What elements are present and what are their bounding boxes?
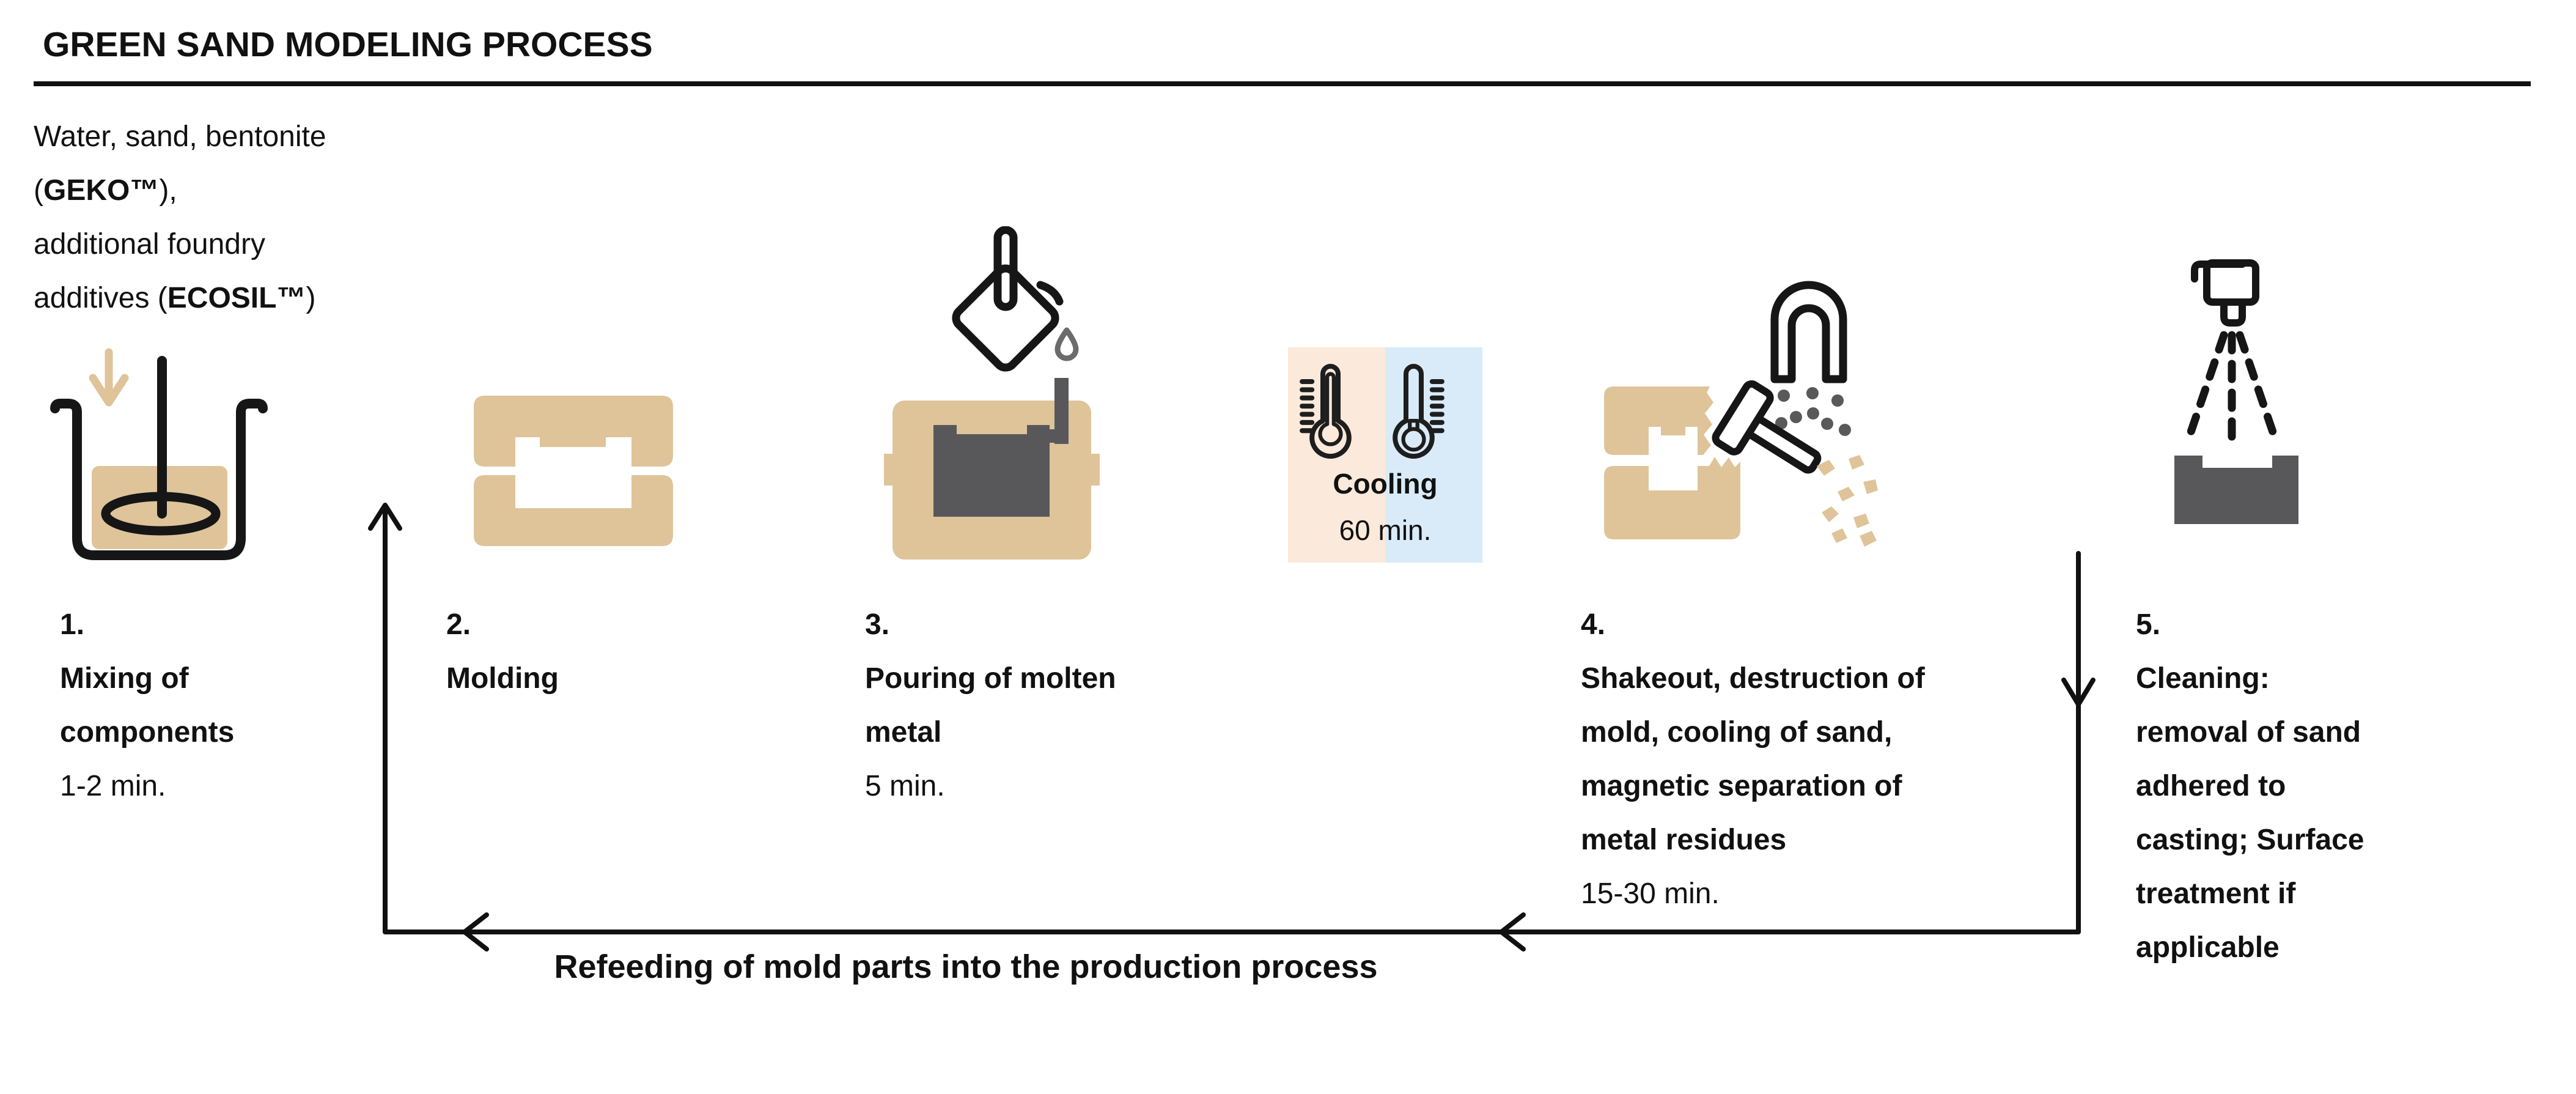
brand-ecosil: ECOSIL™ [167,282,306,314]
add-components-arrow-icon [89,348,129,407]
sand-particles [1817,455,1878,547]
refeed-label: Refeeding of mold parts into the product… [554,948,1378,985]
mold-top-half [474,396,673,467]
broken-mold-top-half [1604,386,1713,455]
title-rule [34,81,2531,86]
shakeout-magnet-hammer-icon [1604,281,1878,547]
arrowhead-down-icon [2061,678,2096,707]
spray-cleaning-icon [2174,259,2298,524]
cooling-label: Cooling [1333,468,1438,500]
arrowhead-left-icon [462,912,489,952]
casting-part [2174,456,2298,524]
ladle-cup [952,264,1059,372]
cooling-duration: 60 min. [1339,514,1432,546]
step-1-text: 1. Mixing of components 1-2 min. [60,598,234,813]
thermometer-hot-icon [1300,364,1352,459]
nozzle-tip [2220,302,2246,327]
molten-metal-cavity [933,425,1050,517]
spray-jets [2184,331,2280,446]
step-3-text: 3. Pouring of molten metal 5 min. [865,598,1116,813]
step-5-number: 5. [2136,608,2161,641]
ladle-spout [1036,281,1064,306]
ingredients-line-2: (GEKO™), [34,174,177,207]
step-1-duration: 1-2 min. [60,770,166,802]
molten-drop-icon [1054,327,1079,361]
mold-halves-icon [474,396,673,546]
mold-bottom-half [474,475,673,546]
step-2-text: 2. Molding [446,598,559,706]
brand-geko: GEKO™ [43,174,160,207]
step-3-number: 3. [865,608,890,641]
sprue-connector [1043,429,1060,443]
mold-left-tab [884,454,894,486]
ingredients-line-3: additional foundry [34,228,265,261]
mold-right-tab [1090,454,1100,486]
sprue-channel [1054,378,1069,444]
ingredients-text: Water, sand, bentonite (GEKO™), addition… [34,110,326,325]
metal-residue-dots [1775,387,1851,436]
step-1-number: 1. [60,608,85,641]
step-4-text: 4. Shakeout, destruction of mold, coolin… [1581,598,1925,921]
magnet-icon [1770,281,1847,383]
ingredients-line-4: additives (ECOSIL™) [34,282,316,314]
broken-mold-bottom-half [1604,457,1740,539]
arrowhead-left-icon [1499,912,1526,952]
cooling-panel: Cooling 60 min. [1288,347,1482,563]
nozzle-arm [2191,261,2246,283]
step-2-number: 2. [446,608,471,641]
pouring-ladle-icon [884,226,1100,560]
thermometer-cold-icon [1393,364,1444,459]
step-3-duration: 5 min. [865,770,945,802]
hammer-icon [1712,380,1822,474]
ingredients-line-1: Water, sand, bentonite [34,120,326,153]
arrowhead-up-icon [368,503,402,531]
step-4-number: 4. [1581,608,1606,641]
step-5-text: 5. Cleaning: removal of sand adhered to … [2136,598,2364,975]
page-title: GREEN SAND MODELING PROCESS [43,25,653,64]
vessel-outline [50,399,268,560]
mixing-vessel-icon [50,348,268,560]
nozzle-body [2203,259,2259,306]
step-4-duration: 15-30 min. [1581,878,1720,910]
